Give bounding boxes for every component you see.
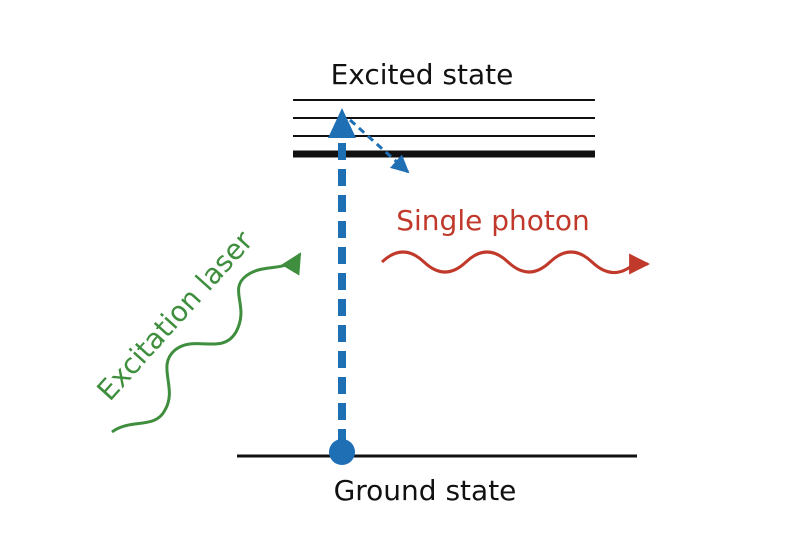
single-photon-wave (380, 250, 651, 275)
excitation-arrowhead (328, 108, 356, 138)
excited-state-label: Excited state (331, 58, 514, 91)
single-photon-label: Single photon (396, 204, 589, 237)
relaxation-arrow (348, 118, 410, 174)
ground-state-dot (329, 439, 355, 465)
ground-state-label: Ground state (334, 474, 517, 507)
excitation-laser-wave (111, 252, 302, 434)
excitation-laser-label: Excitation laser (90, 224, 259, 407)
